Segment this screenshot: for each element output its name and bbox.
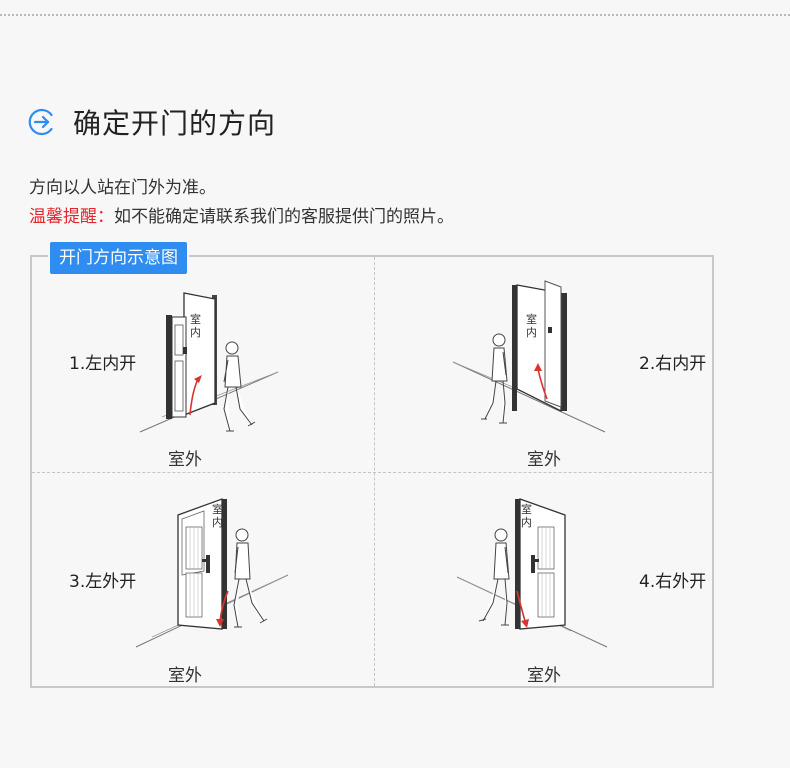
section-heading: 确定开门的方向 [27, 104, 276, 140]
section-title: 确定开门的方向 [73, 107, 277, 140]
door-type-label: 4.右外开 [639, 572, 707, 592]
door-type-label: 1.左内开 [69, 354, 137, 374]
notice-text: 如不能确定请联系我们的客服提供门的照片。 [114, 207, 454, 227]
arrow-right-circle-icon [28, 108, 53, 136]
notice-line: 温馨提醒：如不能确定请联系我们的客服提供门的照片。 [29, 202, 454, 227]
diagram-cell-left-inward: 1.左内开 室外 室内 [32, 257, 373, 471]
door-illustration-left-inward [139, 292, 279, 433]
notice-label: 温馨提醒： [29, 207, 114, 227]
vertical-divider [374, 257, 375, 686]
diagram-panel: 1.左内开 室外 室内 2.右内开 室外 [30, 255, 714, 688]
door-type-label: 2.右内开 [639, 354, 707, 374]
person-figure [481, 333, 508, 424]
indoor-label: 室内 [190, 313, 201, 339]
indoor-label: 室内 [526, 313, 537, 339]
outdoor-label: 室外 [527, 450, 561, 470]
door-illustration-right-inward [452, 280, 606, 433]
diagram-cell-right-inward: 2.右内开 室外 室内 [375, 257, 716, 471]
intro-text: 方向以人站在门外为准。 [29, 178, 216, 198]
person-figure [223, 341, 256, 432]
indoor-label: 室内 [521, 503, 532, 529]
outdoor-label: 室外 [168, 666, 202, 686]
indoor-label: 室内 [212, 503, 223, 529]
door-illustration-left-outward [135, 498, 289, 648]
diagram-cell-left-outward: 3.左外开 室外 室内 [32, 473, 373, 687]
outdoor-label: 室外 [168, 450, 202, 470]
person-figure [233, 528, 268, 628]
horizontal-divider [32, 472, 712, 473]
outdoor-label: 室外 [527, 666, 561, 686]
top-dotted-divider [0, 14, 790, 16]
person-figure [478, 528, 510, 626]
door-illustration-right-outward [456, 498, 608, 648]
diagram-tag: 开门方向示意图 [48, 240, 189, 276]
door-type-label: 3.左外开 [69, 572, 137, 592]
diagram-cell-right-outward: 4.右外开 室外 室内 [375, 473, 716, 687]
